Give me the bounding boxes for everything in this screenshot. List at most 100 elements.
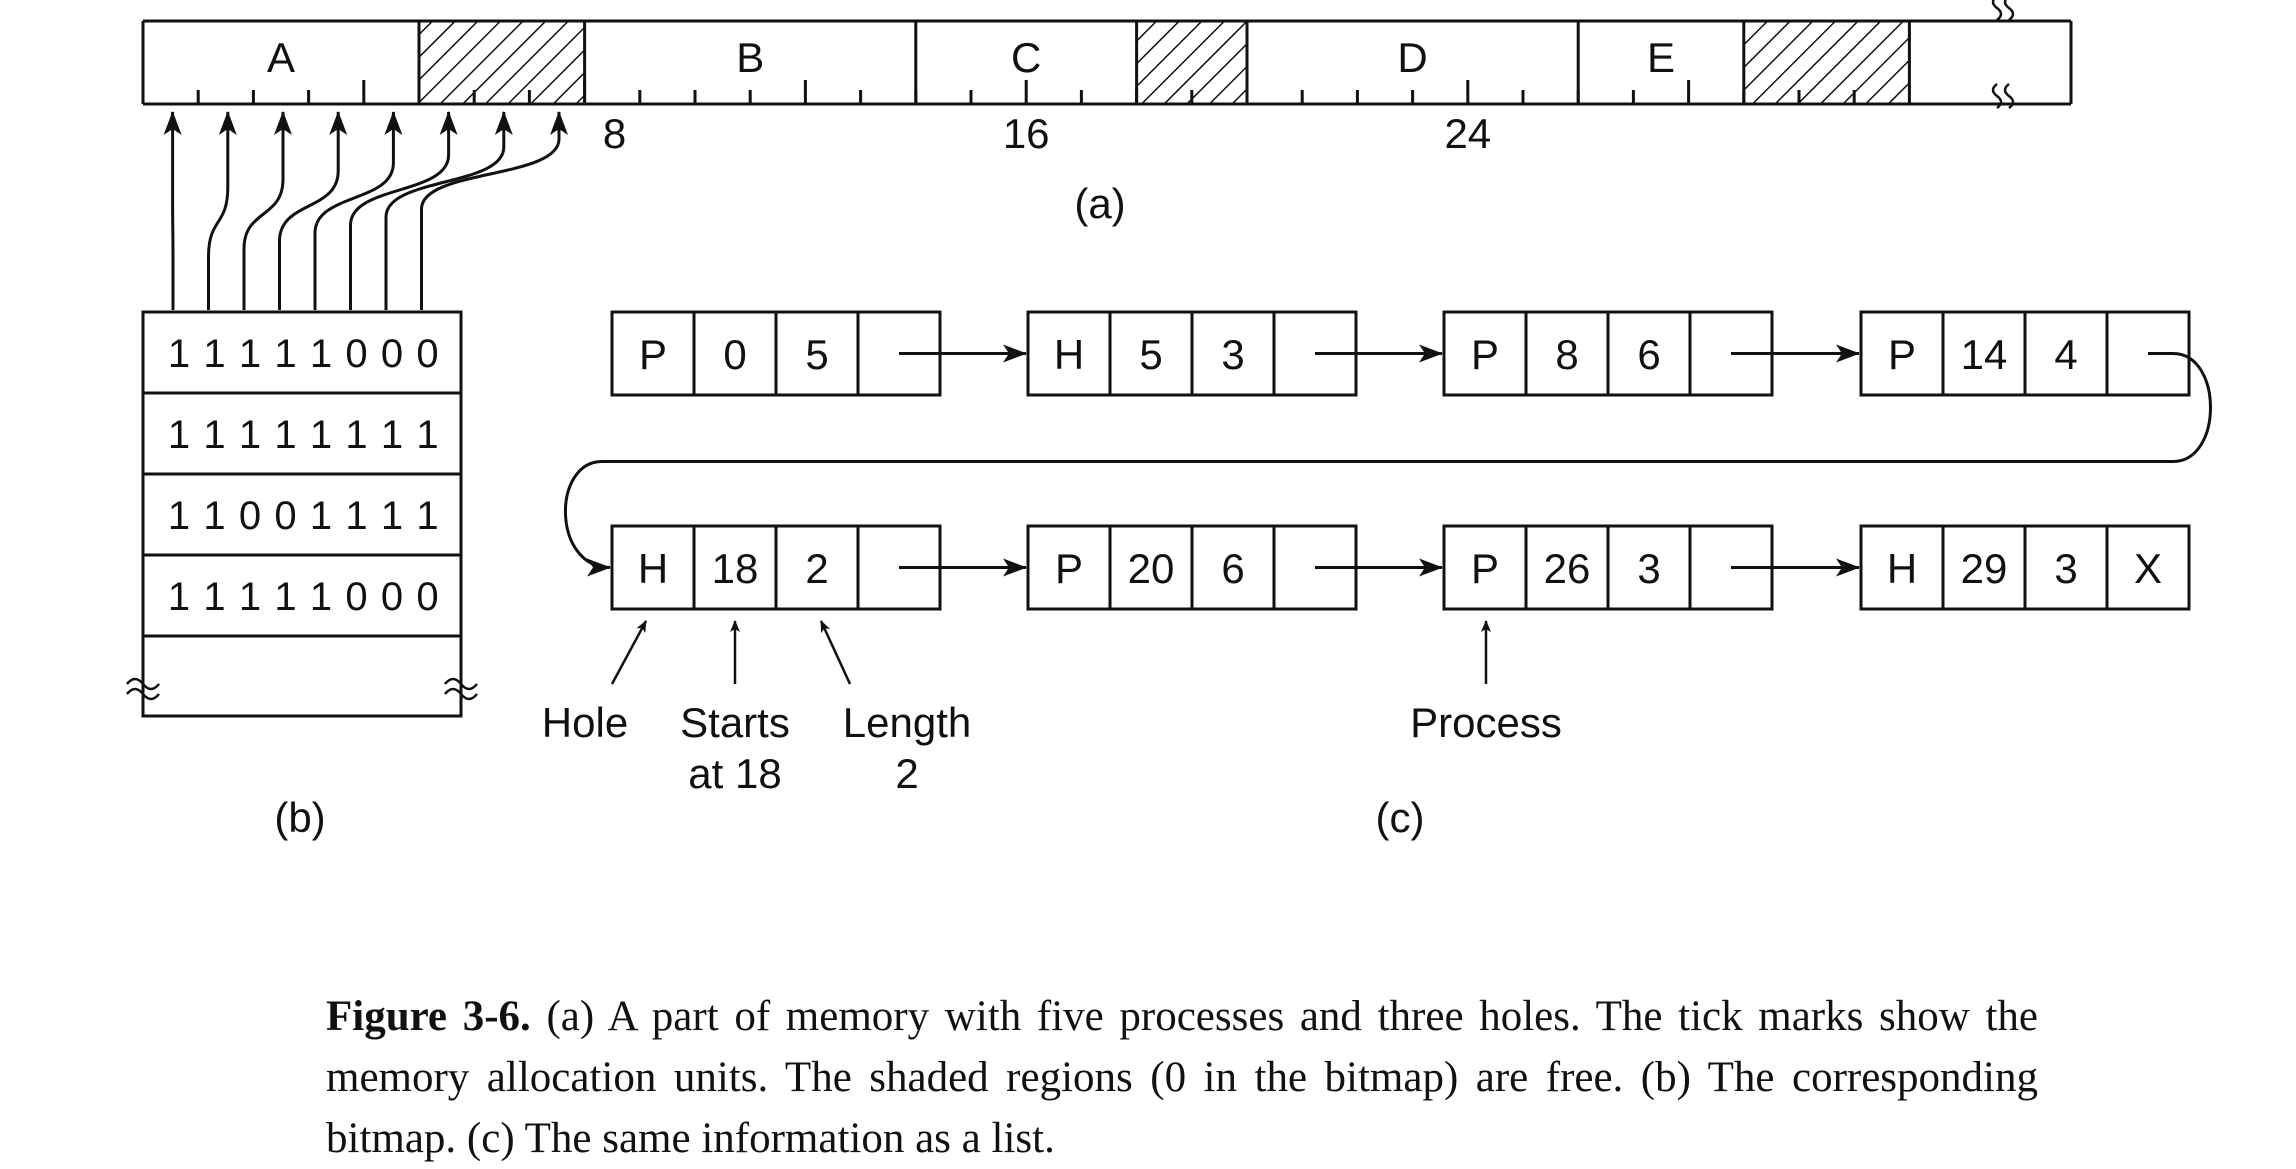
bitmap-bit: 1 — [203, 332, 225, 376]
node-kind: H — [1054, 331, 1084, 378]
bitmap-bit: 0 — [381, 575, 403, 619]
bitmap-bit: 1 — [381, 413, 403, 457]
panel-label-c: (c) — [1376, 794, 1425, 841]
node-length: 6 — [1637, 331, 1660, 378]
node-kind: H — [1887, 545, 1917, 592]
bitmap-continuation — [127, 636, 477, 716]
node-start: 20 — [1128, 545, 1175, 592]
node-length: 3 — [2054, 545, 2077, 592]
node-start: 5 — [1139, 331, 1162, 378]
break-mark — [1993, 0, 2001, 20]
bitmap-bit: 0 — [416, 575, 438, 619]
bitmap-bit: 1 — [274, 332, 296, 376]
bitmap-bit: 1 — [168, 575, 190, 619]
bit-arrow — [351, 112, 449, 310]
node-length: 4 — [2054, 331, 2077, 378]
node-kind: P — [1055, 545, 1083, 592]
node-kind: P — [1471, 331, 1499, 378]
bitmap-bit: 1 — [310, 494, 332, 538]
list-node: H 18 2 — [612, 526, 940, 609]
bitmap-bit: 1 — [168, 494, 190, 538]
break-mark — [2005, 0, 2013, 20]
segment-label: C — [1011, 34, 1041, 81]
bitmap-bit: 0 — [274, 494, 296, 538]
bitmap-bit: 1 — [310, 413, 332, 457]
node-next: X — [2134, 545, 2162, 592]
bitmap-bit: 1 — [345, 413, 367, 457]
panel-label-b: (b) — [274, 794, 325, 841]
memory-process-A: A — [143, 21, 295, 104]
node-length: 3 — [1221, 331, 1244, 378]
bit-arrow — [386, 112, 504, 310]
bitmap-bit: 1 — [310, 575, 332, 619]
bitmap-bit: 1 — [310, 332, 332, 376]
wrap-pointer-arrow — [565, 354, 2210, 568]
bitmap-bit: 0 — [345, 332, 367, 376]
panel-label-a: (a) — [1074, 180, 1125, 227]
bitmap-bit: 0 — [345, 575, 367, 619]
caption-label: Figure 3-6. — [326, 993, 531, 1040]
node-length: 5 — [805, 331, 828, 378]
unit-label: 16 — [1003, 110, 1050, 157]
bitmap-bit: 1 — [416, 494, 438, 538]
segment-label: B — [736, 34, 764, 81]
list-node: P 8 6 — [1444, 312, 1772, 395]
list-node: P 26 3 — [1444, 526, 1772, 609]
annotation-process: Process — [1410, 699, 1562, 746]
node-start: 14 — [1961, 331, 2008, 378]
memory-hole-segment — [1744, 21, 1910, 104]
unit-label: 24 — [1444, 110, 1491, 157]
node-length: 2 — [805, 545, 828, 592]
bit-to-unit-arrows — [173, 112, 559, 310]
bitmap-bit: 1 — [203, 494, 225, 538]
annotation-length: Length — [843, 699, 971, 746]
segment-label: E — [1647, 34, 1675, 81]
memory-process-C: C — [916, 21, 1042, 104]
annotation-hole: Hole — [542, 699, 628, 746]
unit-label: 8 — [603, 110, 626, 157]
memory-process-D: D — [1247, 21, 1428, 104]
list-node: H 5 3 — [1028, 312, 1356, 395]
bitmap-bit: 1 — [274, 413, 296, 457]
bitmap-bit: 1 — [239, 575, 261, 619]
node-start: 0 — [723, 331, 746, 378]
bitmap-bit: 1 — [203, 575, 225, 619]
segment-label: D — [1397, 34, 1427, 81]
node-kind: H — [638, 545, 668, 592]
annotation-length-value: 2 — [895, 750, 918, 797]
bitmap-bit: 1 — [345, 494, 367, 538]
node-start: 26 — [1544, 545, 1591, 592]
bitmap-bit: 1 — [381, 494, 403, 538]
bit-arrow — [244, 112, 283, 310]
node-length: 3 — [1637, 545, 1660, 592]
node-start: 18 — [712, 545, 759, 592]
list-node: P 14 4 — [1861, 312, 2189, 395]
node-kind: P — [639, 331, 667, 378]
list-node: P 0 5 — [612, 312, 940, 395]
annotation-arrows — [612, 621, 1486, 684]
segment-label: A — [267, 34, 295, 81]
caption-text: (a) A part of memory with five processes… — [326, 993, 2038, 1162]
figure-caption: Figure 3-6. (a) A part of memory with fi… — [326, 986, 2038, 1169]
bitmap-bit: 1 — [239, 413, 261, 457]
node-start: 8 — [1555, 331, 1578, 378]
bit-arrow — [422, 112, 560, 310]
memory-process-B: B — [585, 21, 765, 104]
bitmap-bit: 1 — [203, 413, 225, 457]
bitmap-bit: 0 — [416, 332, 438, 376]
node-kind: P — [1471, 545, 1499, 592]
bitmap-bit: 1 — [168, 332, 190, 376]
bitmap-bit: 1 — [274, 575, 296, 619]
node-kind: P — [1888, 331, 1916, 378]
memory-strip: A B C D E 8 16 24 — [143, 0, 2071, 157]
bitmap-bit: 0 — [381, 332, 403, 376]
annotation-starts-value: at 18 — [688, 750, 781, 797]
memory-process-E: E — [1578, 21, 1675, 104]
